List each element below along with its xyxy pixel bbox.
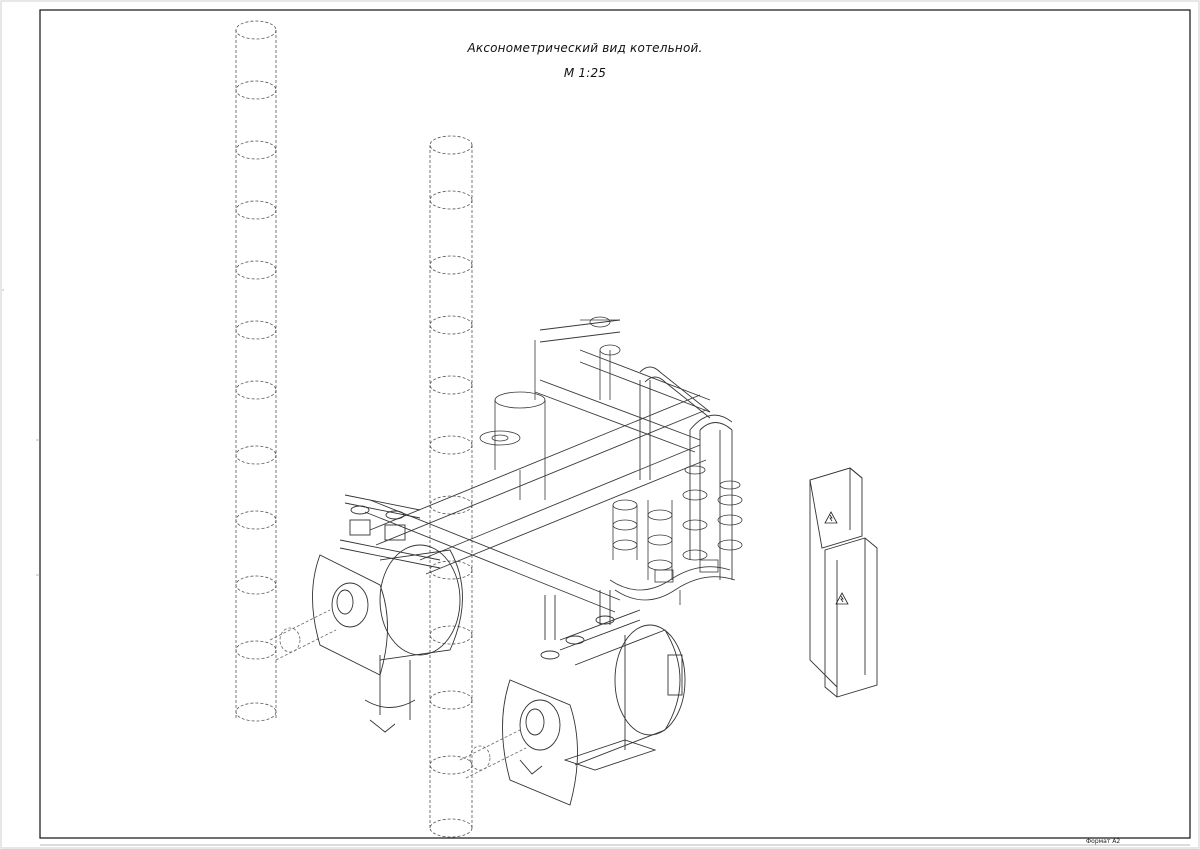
pump-valve-group [609, 465, 743, 605]
drawing-title: Аксонометрический вид котельной. [467, 41, 703, 55]
frame-ticks [2, 289, 40, 576]
drawing-frame [39, 9, 1191, 839]
chimney-left [235, 20, 277, 722]
drawing-scale: М 1:25 [563, 66, 607, 80]
sheet-format-label: Формат А2 [1086, 838, 1121, 845]
boiler-left [312, 494, 463, 733]
hydraulic-separator [479, 316, 621, 500]
main-header-pipes [364, 319, 733, 613]
chimney-center [429, 135, 473, 838]
boiler-right [502, 590, 686, 806]
electrical-cabinet [809, 467, 878, 698]
flue-ducts [269, 609, 527, 779]
high-voltage-warning-icon [824, 511, 849, 605]
